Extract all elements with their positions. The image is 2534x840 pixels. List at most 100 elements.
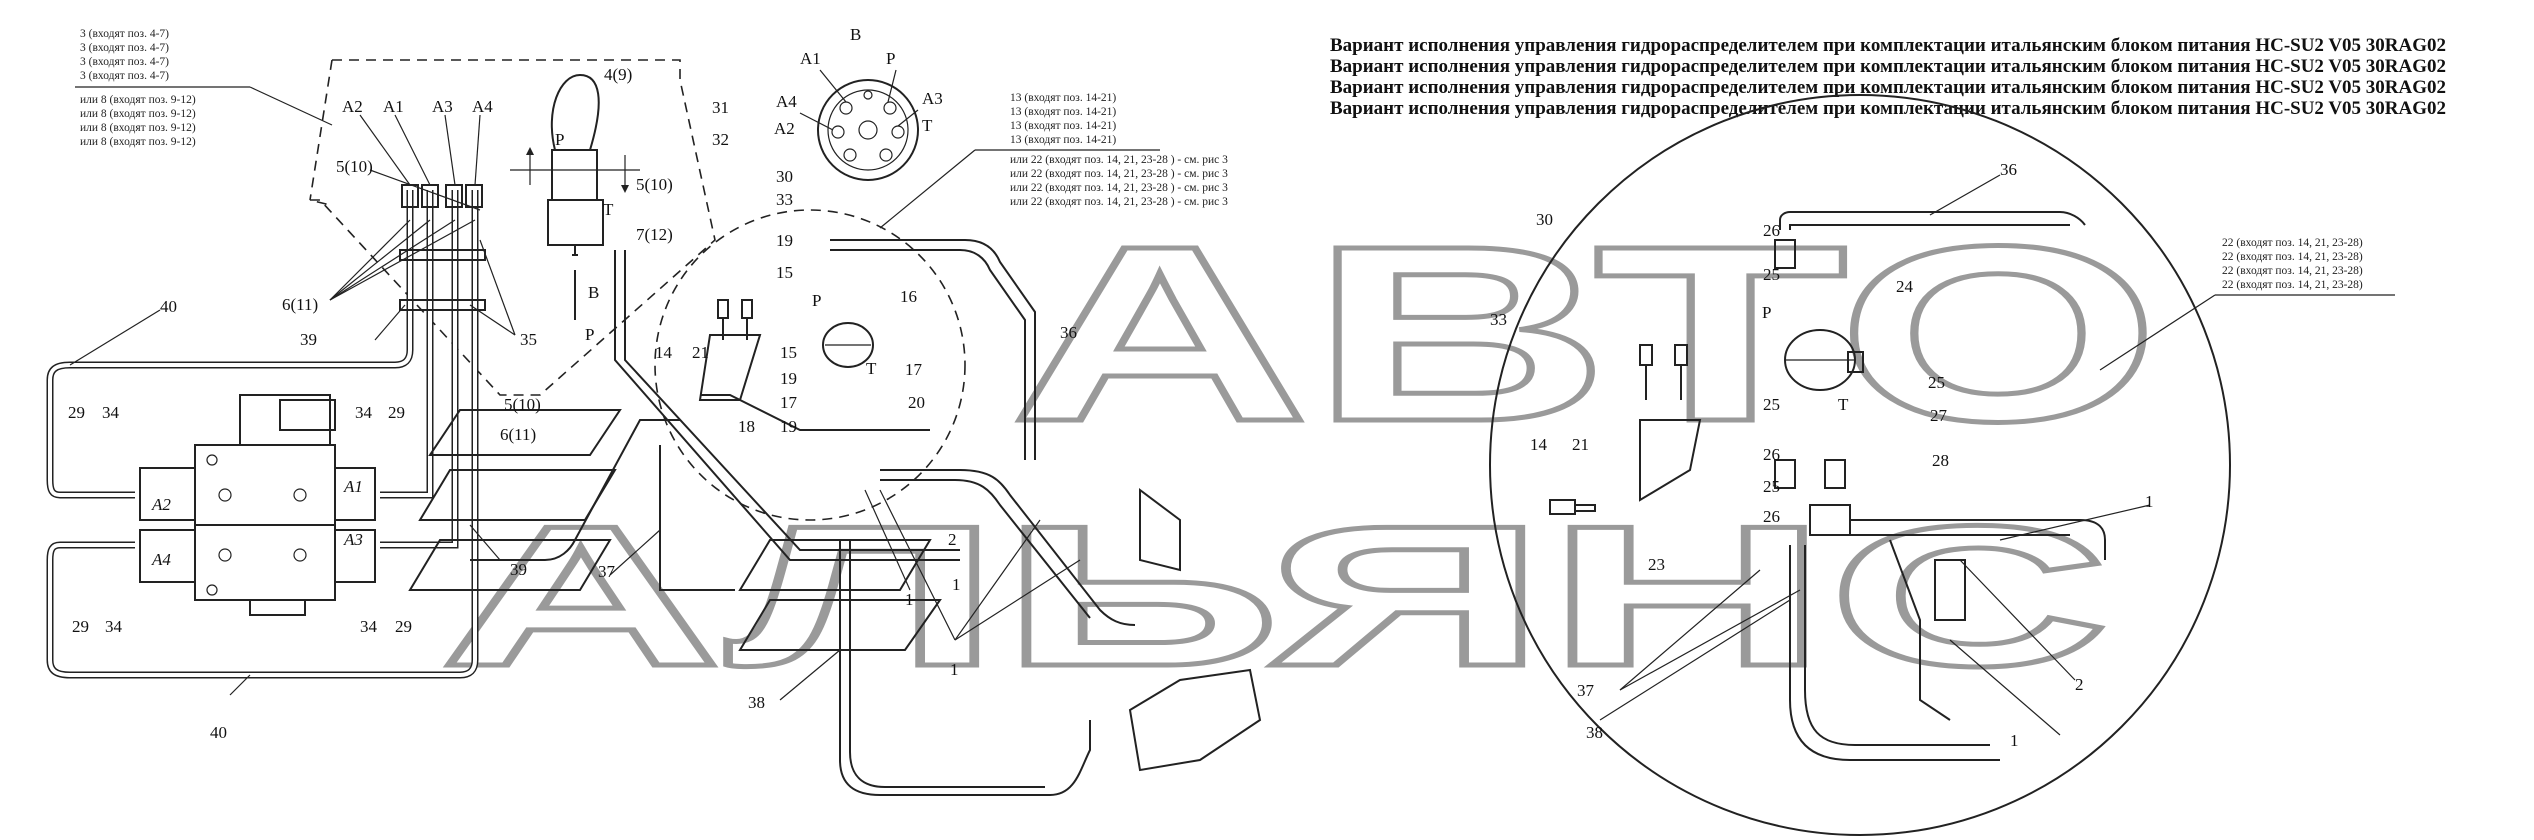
label-pos: 38 — [748, 693, 765, 712]
label-a2: А2 — [342, 97, 363, 116]
view-b-connector: В А1 Р А4 А2 А3 Т — [774, 25, 943, 181]
label-pos: 15 — [776, 263, 793, 282]
label-pos: 25 — [1928, 373, 1945, 392]
position-labels: А2 А1 А3 А4 5(10) 4(9) Р Т В 31 32 5(10)… — [68, 65, 2154, 750]
note-3-line: 3 (входят поз. 4-7) — [80, 42, 169, 54]
label-pos: 5(10) — [636, 175, 673, 194]
label-pos: 39 — [510, 560, 527, 579]
title-line-4: Вариант исполнения управления гидрораспр… — [1330, 98, 2446, 119]
label-pos: 34 — [360, 617, 378, 636]
note-13-line: 13 (входят поз. 14-21) — [1010, 134, 1116, 146]
label-pos: 19 — [776, 231, 793, 250]
label-pos: 1 — [2145, 492, 2154, 511]
note-3-line: 3 (входят поз. 4-7) — [80, 56, 169, 68]
label-pos: 34 — [102, 403, 120, 422]
label-pos: 37 — [1577, 681, 1595, 700]
label-a3: А3 — [432, 97, 453, 116]
label-pos: 1 — [950, 660, 959, 679]
note-22b-line: 22 (входят поз. 14, 21, 23-28) — [2222, 237, 2363, 249]
note-8-line: или 8 (входят поз. 9-12) — [80, 136, 196, 148]
label-pos: 17 — [905, 360, 923, 379]
label-pos: 27 — [1930, 406, 1948, 425]
hose-bundle — [46, 184, 486, 679]
note-group-22: 22 (входят поз. 14, 21, 23-28) 22 (входя… — [2099, 237, 2395, 371]
note-8-line: или 8 (входят поз. 9-12) — [80, 108, 196, 120]
note-22a-line: или 22 (входят поз. 14, 21, 23-28 ) - см… — [1010, 182, 1228, 194]
port-label: А1 — [343, 477, 363, 496]
label-pos: 16 — [900, 287, 917, 306]
label-a1: А1 — [383, 97, 404, 116]
note-13-line: 13 (входят поз. 14-21) — [1010, 106, 1116, 118]
label-pos: 26 — [1763, 445, 1780, 464]
label-pos: 25 — [1763, 265, 1780, 284]
label-pos: 29 — [395, 617, 412, 636]
note-22a-line: или 22 (входят поз. 14, 21, 23-28 ) - см… — [1010, 154, 1228, 166]
label-pos: 25 — [1763, 395, 1780, 414]
label-pos: 28 — [1932, 451, 1949, 470]
view-b-pin: А1 — [800, 49, 821, 68]
label-pos: 33 — [776, 190, 793, 209]
label-pos: 5(10) — [504, 395, 541, 414]
valve-body — [194, 444, 336, 601]
note-22b-line: 22 (входят поз. 14, 21, 23-28) — [2222, 251, 2363, 263]
label-pos: 40 — [160, 297, 177, 316]
label-pos: Р — [555, 130, 564, 149]
joystick-body — [551, 149, 598, 201]
note-22b-line: 22 (входят поз. 14, 21, 23-28) — [2222, 265, 2363, 277]
label-pos: 37 — [598, 562, 616, 581]
label-pos: 21 — [692, 343, 709, 362]
note-8-line: или 8 (входят поз. 9-12) — [80, 94, 196, 106]
note-22a-line: или 22 (входят поз. 14, 21, 23-28 ) - см… — [1010, 196, 1228, 208]
view-b-pin: Т — [922, 116, 933, 135]
joystick-enclosure — [309, 59, 716, 396]
label-pos: 1 — [2010, 731, 2019, 750]
label-pos: 25 — [1763, 477, 1780, 496]
label-pos: 26 — [1763, 221, 1780, 240]
label-pos: 2 — [948, 530, 957, 549]
label-pos: 5(10) — [336, 157, 373, 176]
label-pos: 39 — [300, 330, 317, 349]
note-13-line: 13 (входят поз. 14-21) — [1010, 92, 1116, 104]
pipe-runs — [408, 209, 1262, 796]
label-pos: 33 — [1490, 310, 1507, 329]
label-pos: 36 — [1060, 323, 1077, 342]
note-22b-line: 22 (входят поз. 14, 21, 23-28) — [2222, 279, 2363, 291]
note-group-3: 3 (входят поз. 4-7) 3 (входят поз. 4-7) … — [75, 28, 333, 148]
leader-lines — [69, 114, 2151, 736]
label-pos: 35 — [520, 330, 537, 349]
label-pos: Р — [585, 325, 594, 344]
label-pos: 30 — [1536, 210, 1553, 229]
view-b-pin: А4 — [776, 92, 797, 111]
view-b-pin: Р — [886, 49, 895, 68]
label-pos: 14 — [1530, 435, 1548, 454]
label-pos: 24 — [1896, 277, 1914, 296]
watermark-line2: АЛЬЯНС — [440, 485, 2110, 708]
label-pos: 15 — [780, 343, 797, 362]
label-pos: 29 — [68, 403, 85, 422]
label-pos: Т — [1838, 395, 1849, 414]
label-pos: 23 — [1648, 555, 1665, 574]
watermark-line1: АВТО — [1010, 194, 2160, 473]
port-label: А3 — [343, 530, 363, 549]
note-3-line: 3 (входят поз. 4-7) — [80, 28, 169, 40]
label-pos: 29 — [72, 617, 89, 636]
note-group-13: 13 (входят поз. 14-21) 13 (входят поз. 1… — [879, 92, 1228, 229]
title-block: Вариант исполнения управления гидрораспр… — [1330, 35, 2446, 119]
detail-circle — [1489, 94, 2231, 836]
label-pos: 6(11) — [500, 425, 536, 444]
label-pos: 1 — [952, 575, 961, 594]
label-pos: 31 — [712, 98, 729, 117]
port-label: А2 — [151, 495, 171, 514]
view-b-title: В — [850, 25, 861, 44]
label-pos: 1 — [905, 590, 914, 609]
label-pos: В — [588, 283, 599, 302]
label-pos: 19 — [780, 369, 797, 388]
note-8-line: или 8 (входят поз. 9-12) — [80, 122, 196, 134]
view-b-pin: А2 — [774, 119, 795, 138]
label-pos: Т — [866, 359, 877, 378]
watermark: АВТО АЛЬЯНС — [438, 192, 2163, 711]
view-b-pin: А3 — [922, 89, 943, 108]
title-line-2: Вариант исполнения управления гидрораспр… — [1330, 56, 2446, 77]
label-pos: 36 — [2000, 160, 2017, 179]
